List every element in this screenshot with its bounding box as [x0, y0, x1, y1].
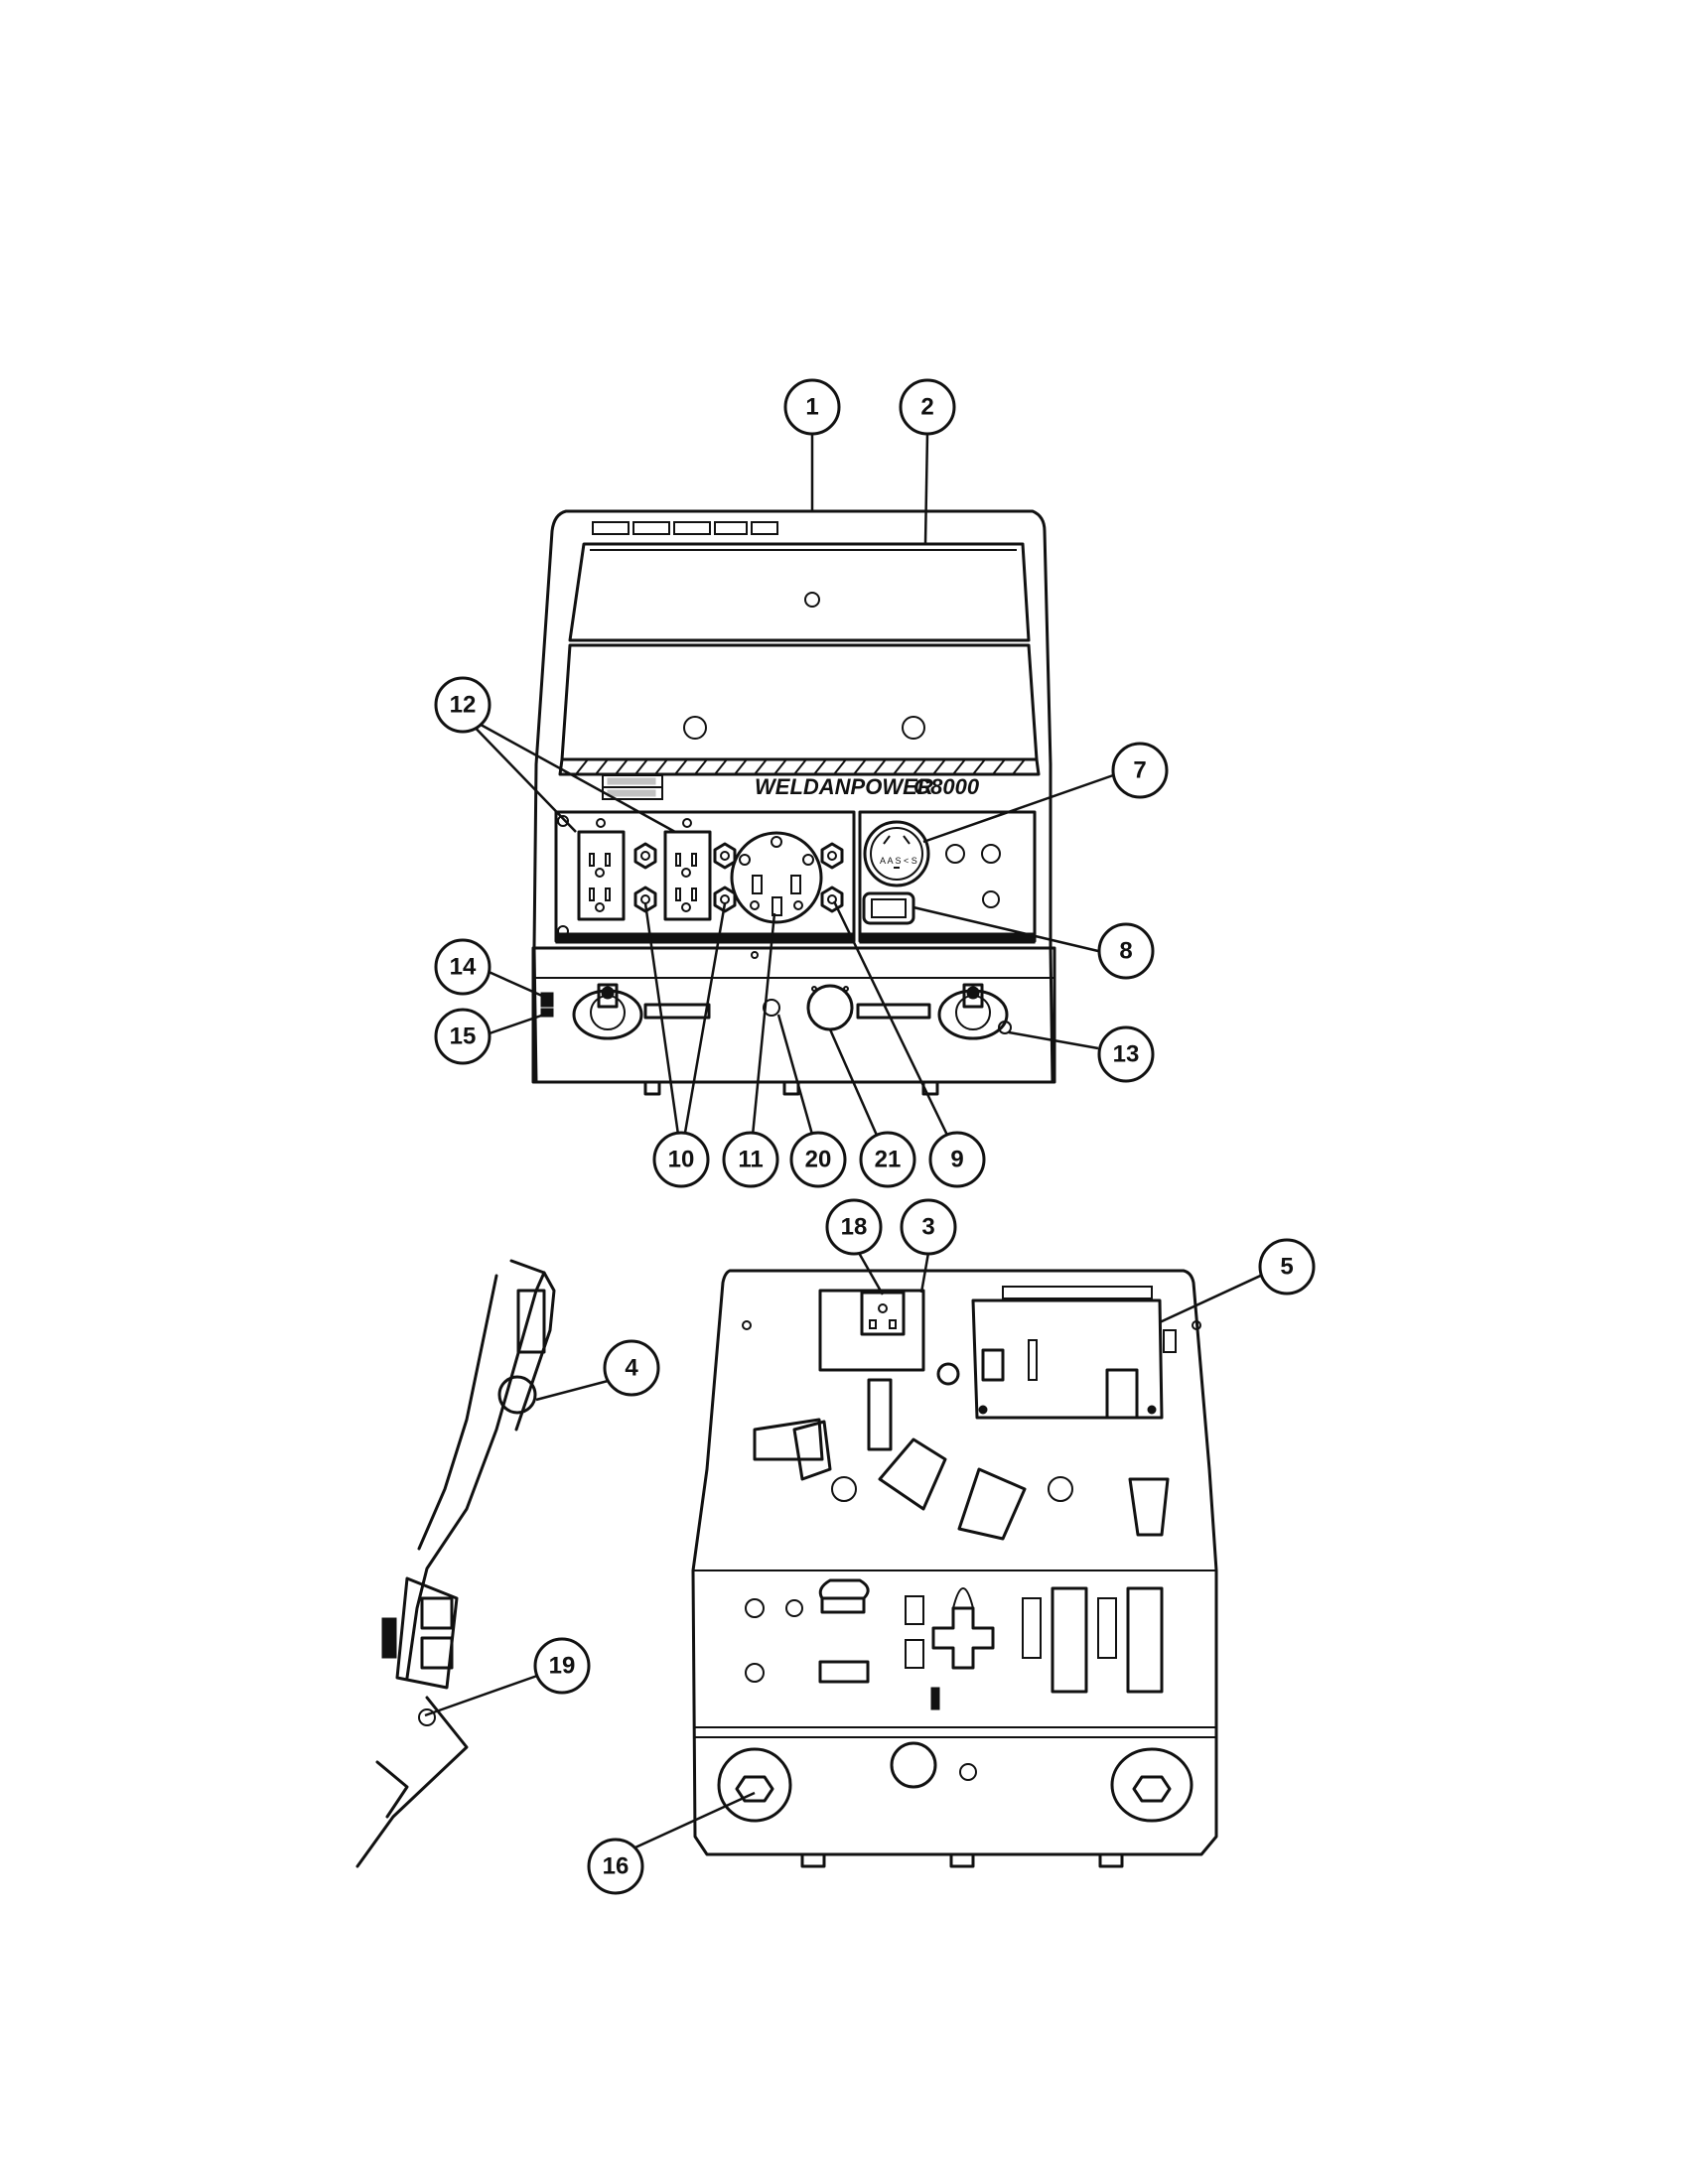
svg-text:15: 15	[450, 1024, 477, 1050]
twistlock-receptacle: A A S < S	[863, 820, 930, 887]
callout-14: 14	[434, 938, 491, 996]
callout-1: 1	[783, 378, 841, 436]
front-panel-assembly: WELDANPOWER G8000	[531, 509, 1056, 1096]
hatched-strip	[558, 757, 1041, 776]
callout-11: 11	[722, 1131, 779, 1188]
blank-plug	[806, 984, 854, 1031]
callout-19: 19	[533, 1637, 591, 1695]
svg-text:14: 14	[450, 954, 477, 981]
svg-text:3: 3	[921, 1214, 934, 1241]
callout-7: 7	[1111, 742, 1169, 799]
round-receptacle	[730, 831, 823, 924]
svg-text:19: 19	[549, 1653, 576, 1680]
callout-3: 3	[900, 1198, 957, 1256]
svg-text:16: 16	[603, 1853, 630, 1880]
manufacturer-logo	[602, 774, 663, 800]
callout-5: 5	[1258, 1238, 1316, 1296]
top-vent-slots	[592, 521, 778, 535]
output-stud-left	[572, 983, 643, 1040]
svg-text:21: 21	[875, 1147, 902, 1173]
callout-2: 2	[899, 378, 956, 436]
callout-18: 18	[825, 1198, 883, 1256]
leader-lines	[424, 432, 1268, 1860]
svg-text:11: 11	[738, 1147, 763, 1173]
output-stud-right	[937, 983, 1012, 1040]
svg-text:1: 1	[805, 394, 818, 421]
svg-text:4: 4	[625, 1355, 638, 1382]
svg-text:A A S < S: A A S < S	[880, 856, 917, 866]
svg-text:18: 18	[841, 1214, 868, 1241]
model-label: G8000	[913, 774, 980, 799]
svg-text:10: 10	[668, 1147, 695, 1173]
hex-nuts-left	[633, 842, 657, 913]
callout-9: 9	[928, 1131, 986, 1188]
callout-8: 8	[1097, 922, 1155, 980]
rear-panel-assembly	[691, 1269, 1218, 1868]
svg-text:8: 8	[1119, 938, 1132, 965]
svg-text:2: 2	[920, 394, 933, 421]
duplex-receptacle-left	[577, 818, 626, 921]
svg-text:12: 12	[450, 692, 477, 719]
svg-text:5: 5	[1280, 1254, 1293, 1281]
callout-16: 16	[587, 1838, 644, 1895]
callout-13: 13	[1097, 1025, 1155, 1083]
svg-text:13: 13	[1113, 1041, 1140, 1068]
rear-stud-left	[717, 1747, 792, 1823]
callout-12: 12	[434, 676, 491, 734]
svg-text:20: 20	[805, 1147, 832, 1173]
callout-20: 20	[789, 1131, 847, 1188]
side-view-assembly	[355, 1259, 556, 1868]
hex-nuts-right	[820, 842, 844, 913]
callout-21: 21	[859, 1131, 916, 1188]
circuit-breaker	[862, 891, 915, 925]
duplex-receptacle-right	[663, 818, 712, 921]
callout-15: 15	[434, 1008, 491, 1065]
brand-label: WELDANPOWER	[755, 774, 933, 799]
rear-stud-right	[1110, 1747, 1193, 1823]
svg-text:9: 9	[950, 1147, 963, 1173]
svg-text:7: 7	[1133, 757, 1146, 784]
callout-4: 4	[603, 1339, 660, 1397]
callout-10: 10	[652, 1131, 710, 1188]
